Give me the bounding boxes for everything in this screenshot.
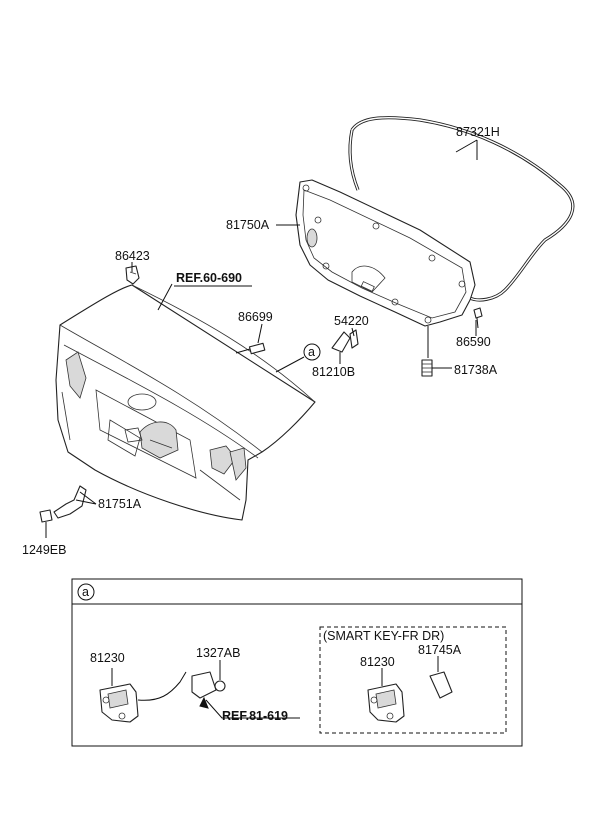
bumper-86699 xyxy=(235,342,266,355)
inset-a-circle xyxy=(77,583,95,601)
hinge-stopper-86423 xyxy=(125,265,140,285)
weatherstrip-87321h xyxy=(348,116,575,302)
label-1249eb: 1249EB xyxy=(22,543,66,557)
label-ref-81-619: REF.81-619 xyxy=(222,709,288,723)
trunk-lid xyxy=(55,284,316,521)
label-81210b: 81210B xyxy=(312,365,355,379)
bolt-1249eb xyxy=(39,509,53,523)
label-81745a: 81745A xyxy=(418,643,462,657)
switch-81745a xyxy=(429,656,453,699)
label-86699: 86699 xyxy=(238,310,273,324)
label-81230-left: 81230 xyxy=(90,651,125,665)
bracket-54220-81210b xyxy=(331,329,359,353)
label-ref-60-690: REF.60-690 xyxy=(176,271,242,285)
grommet-81738a xyxy=(421,359,433,377)
clip-86590 xyxy=(473,307,483,329)
label-87321h: 87321H xyxy=(456,125,500,139)
label-81751a: 81751A xyxy=(98,497,142,511)
striker-81751a xyxy=(53,485,87,519)
trunk-trim-panel-81750a xyxy=(295,179,476,327)
leader-lines xyxy=(45,139,478,538)
callout-a-circle xyxy=(303,343,321,361)
callout-a-label: a xyxy=(308,345,315,359)
label-86590: 86590 xyxy=(456,335,491,349)
label-81230-right: 81230 xyxy=(360,655,395,669)
label-81750a: 81750A xyxy=(226,218,270,232)
latch-81230-left xyxy=(99,668,187,723)
inset-a-label: a xyxy=(82,585,89,599)
detail-box-a: a (SMART KEY-FR DR) xyxy=(71,578,523,747)
label-smart-key-fr-dr: (SMART KEY-FR DR) xyxy=(323,629,444,643)
label-86423: 86423 xyxy=(115,249,150,263)
latch-81230-right xyxy=(367,668,405,723)
smart-key-group-box xyxy=(319,626,507,734)
label-54220: 54220 xyxy=(334,314,369,328)
key-cylinder-1327ab xyxy=(191,660,300,719)
label-81738a: 81738A xyxy=(454,363,498,377)
label-1327ab: 1327AB xyxy=(196,646,240,660)
